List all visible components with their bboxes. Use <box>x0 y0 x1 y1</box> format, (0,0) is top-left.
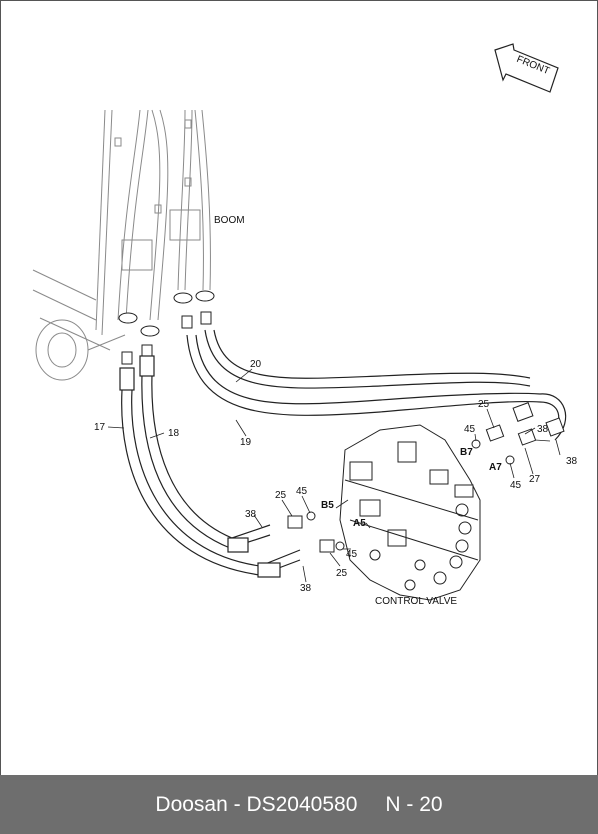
callout-17: 17 <box>94 422 106 433</box>
callout-19: 19 <box>240 437 252 448</box>
callout-38-right: 38 <box>566 456 578 467</box>
callout-25-left: 25 <box>275 490 287 501</box>
valve-fittings <box>287 402 565 553</box>
page-footer: Doosan - DS2040580 N - 20 <box>0 775 598 834</box>
boom-fittings <box>118 290 215 365</box>
callout-38-upper: 38 <box>537 424 549 435</box>
boom-structure <box>32 109 211 381</box>
callout-25-lower: 25 <box>336 568 348 579</box>
callout-45-right: 45 <box>510 480 522 491</box>
callout-38-left: 38 <box>245 509 257 520</box>
control-valve-label: CONTROL VALVE <box>375 596 457 607</box>
port-a7: A7 <box>489 462 502 473</box>
boom-label: BOOM <box>214 215 245 226</box>
callout-45-left: 45 <box>296 486 308 497</box>
callout-45-upper: 45 <box>464 424 476 435</box>
port-b7: B7 <box>460 447 473 458</box>
port-a5: A5 <box>353 518 366 529</box>
hydraulic-hose-diagram: FRONT <box>32 43 578 607</box>
hose-19-20 <box>186 329 567 441</box>
callout-38-lower: 38 <box>300 583 312 594</box>
callout-18: 18 <box>168 428 180 439</box>
control-valve <box>339 424 481 601</box>
footer-page-number: N - 20 <box>385 792 443 816</box>
front-arrow: FRONT <box>494 43 559 93</box>
callout-25-upper: 25 <box>478 399 490 410</box>
port-b5: B5 <box>321 500 334 511</box>
hose-17-18 <box>119 355 301 578</box>
footer-brand-code: Doosan - DS2040580 <box>155 792 358 816</box>
callout-20: 20 <box>250 359 262 370</box>
callout-45-lower: 45 <box>346 549 358 560</box>
callout-27: 27 <box>529 474 541 485</box>
leader-lines <box>107 368 561 583</box>
